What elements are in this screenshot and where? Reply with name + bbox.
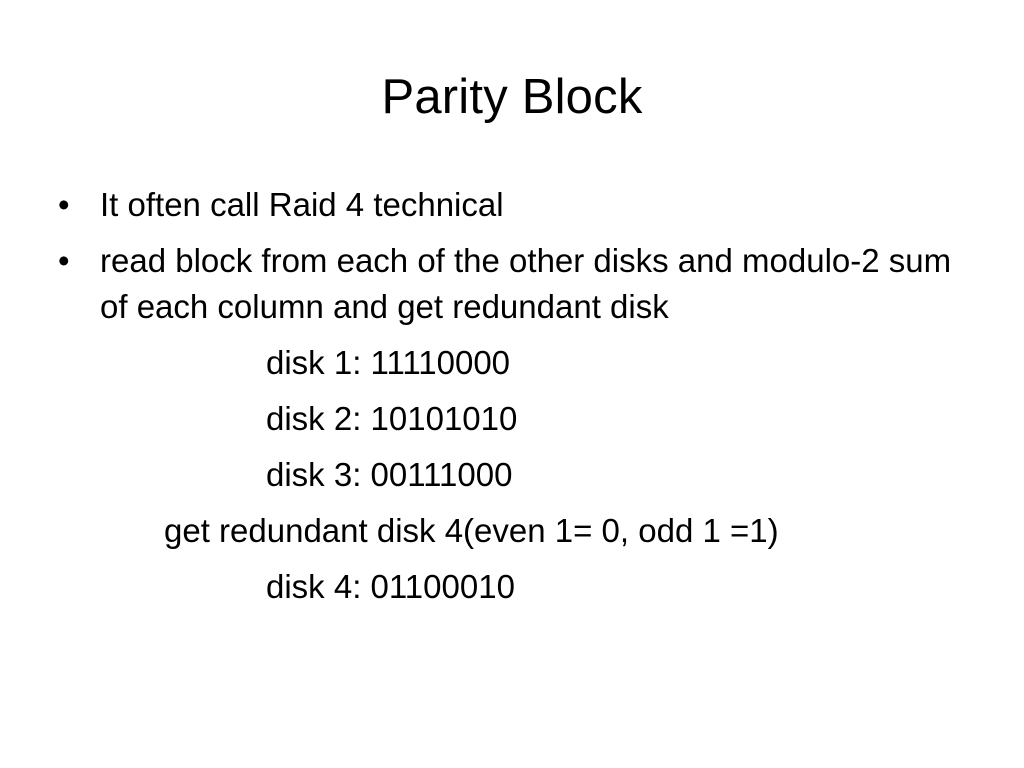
bullet-text: It often call Raid 4 technical bbox=[100, 186, 504, 223]
disk-2-line: disk 2: 10101010 bbox=[266, 400, 518, 437]
disk-1-line: disk 1: 11110000 bbox=[266, 344, 511, 381]
slide-title: Parity Block bbox=[381, 70, 643, 124]
slide-body: • It often call Raid 4 technical • read … bbox=[58, 182, 978, 610]
bullet-item: • read block from each of the other disk… bbox=[58, 238, 978, 330]
redundant-disk-line: get redundant disk 4(even 1= 0, odd 1 =1… bbox=[164, 512, 779, 549]
bullet-icon: • bbox=[58, 242, 70, 279]
bullet-icon: • bbox=[58, 186, 70, 223]
disk-3-line: disk 3: 00111000 bbox=[266, 456, 513, 493]
bullet-text: read block from each of the other disks … bbox=[100, 242, 952, 325]
disk-4-line: disk 4: 01100010 bbox=[266, 568, 515, 605]
bullet-item: • It often call Raid 4 technical bbox=[58, 182, 978, 228]
